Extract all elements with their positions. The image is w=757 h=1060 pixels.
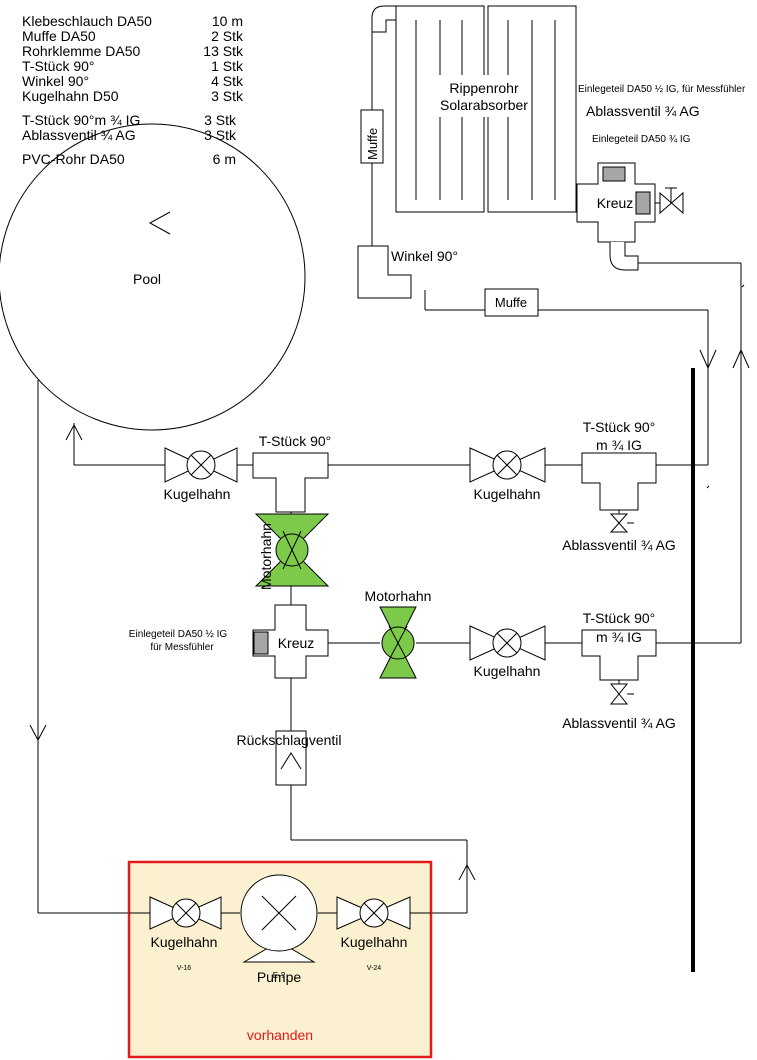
sensor-insert-icon [602,166,626,182]
motorhahn-label: Motorhahn [258,523,274,590]
motorhahn-label: Motorhahn [365,588,432,604]
parts-qty: 1 Stk [211,58,244,74]
parts-name: T-Stück 90°m ¾ IG [22,112,140,128]
parts-qty: 2 Stk [211,28,244,44]
muffe-vertical [360,109,384,164]
valve-tag: V-16 [177,965,192,972]
motorhahn-valve [254,513,330,587]
parts-name: Klebeschlauch DA50 [22,13,152,29]
sensor-insert-icon [253,631,269,655]
arrow-up-icon [732,348,750,369]
parts-name: Rohrklemme DA50 [22,43,140,59]
t-stueck-drain [581,629,657,681]
rueckschlagventil [275,730,307,786]
vorhanden-label: vorhanden [247,1027,313,1043]
pipes [29,32,750,914]
parts-name: Muffe DA50 [22,28,96,44]
pumpe-label: Pumpe [257,969,302,985]
t-stueck-label: T-Stück 90° [259,433,332,449]
einlegeteil-top-label: Einlegeteil DA50 ½ IG, für Messfühler [578,84,746,95]
kugelhahn-label: Kugelhahn [474,663,541,679]
elbow-icon [609,242,639,271]
muffe-horizontal [484,288,539,317]
kugelhahn-valve [336,896,411,930]
einlegeteil-left-label: Einlegeteil DA50 ½ IG [129,629,228,640]
muffe-label: Muffe [365,128,380,160]
kreuz-label: Kreuz [278,635,315,651]
kugelhahn-label: Kugelhahn [151,934,218,950]
absorber-label: Solarabsorber [440,97,528,113]
rueckschlagventil-label: Rückschlagventil [236,732,341,748]
t-stueck-drain [581,452,657,511]
arrow-down-icon [699,349,717,370]
arrow-down-icon [29,724,47,742]
flow-arrow-icon [148,211,171,235]
kugelhahn-label: Kugelhahn [164,486,231,502]
einlegeteil-left-label: für Messfühler [150,642,214,653]
parts-name: PVC-Rohr DA50 [22,151,125,167]
drain-valve-icon [609,513,629,533]
parts-qty: 3 Stk [211,88,244,104]
valve-tag: V-24 [367,965,382,972]
kugelhahn-label: Kugelhahn [474,486,541,502]
ablassventil-top-label: Ablassventil ¾ AG [586,103,700,119]
parts-qty: 6 m [213,151,236,167]
parts-qty: 3 Stk [204,127,237,143]
kugelhahn-valve [149,896,222,930]
elbow-icon [371,5,397,33]
parts-name: Kugelhahn D50 [22,88,119,104]
t-stueck-sub-label: m ¾ IG [596,437,642,453]
parts-name: T-Stück 90° [22,58,95,74]
winkel-elbow [357,245,412,299]
parts-name: Winkel 90° [22,73,89,89]
kugelhahn-label: Kugelhahn [341,934,408,950]
t-stueck-sub-label: m ¾ IG [596,629,642,645]
ablassventil-label: Ablassventil ¾ AG [562,537,676,553]
check-arrow-icon [280,752,302,770]
parts-qty: 4 Stk [211,73,244,89]
sensor-insert-icon [635,191,651,215]
muffe-label: Muffe [495,295,527,310]
motorhahn-valve [379,606,417,679]
einlegeteil-34-label: Einlegeteil DA50 ¾ IG [592,134,691,145]
pool-label: Pool [133,271,161,287]
arrow-up-icon [65,423,83,441]
winkel-label: Winkel 90° [391,248,458,264]
t-stueck [252,452,329,513]
t-stueck-label: T-Stück 90° [583,610,656,626]
parts-list: Klebeschlauch DA50 10 m Muffe DA50 2 Stk… [22,13,244,167]
parts-name: Ablassventil ¾ AG [22,127,136,143]
parts-qty: 10 m [212,13,243,29]
ablassventil-label: Ablassventil ¾ AG [562,715,676,731]
kreuz-top: Kreuz [576,162,684,271]
kugelhahn-valve [469,625,546,661]
kugelhahn-valve [164,447,238,483]
parts-qty: 13 Stk [203,43,244,59]
solar-absorber: Rippenrohr Solarabsorber [371,5,599,213]
pool-circle [0,123,306,431]
kugelhahn-valve [469,447,546,483]
pump [240,874,318,963]
pump-tag: E-? [273,971,286,980]
parts-qty: 3 Stk [204,112,237,128]
kreuz-main: Kreuz [252,604,329,679]
t-stueck-label: T-Stück 90° [583,419,656,435]
arrow-up-icon [458,863,476,881]
drain-valve-icon [609,683,629,705]
absorber-label: Rippenrohr [449,80,519,96]
kreuz-label: Kreuz [597,195,634,211]
